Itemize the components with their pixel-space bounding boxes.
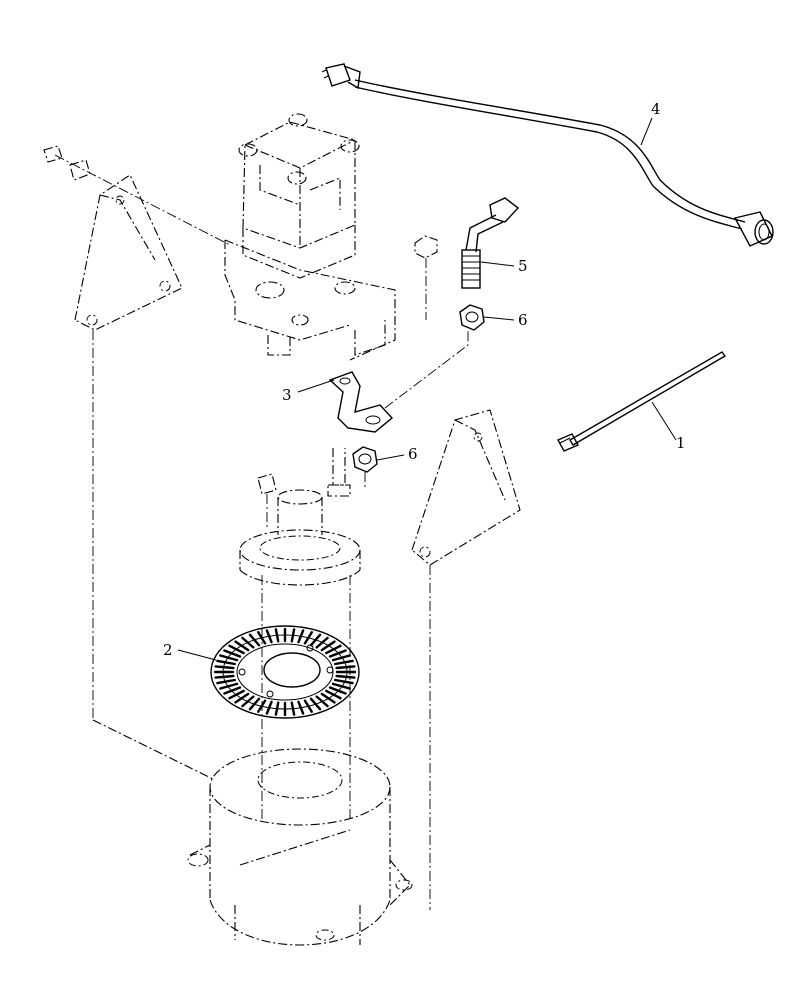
tone-ring-slot — [335, 674, 356, 679]
tone-ring-slot — [334, 659, 354, 666]
tone-ring-slot — [228, 689, 245, 700]
tone-ring-slot — [290, 701, 296, 716]
nut-upper — [459, 304, 485, 331]
tone-ring-slot — [274, 628, 280, 643]
tone-ring — [210, 625, 360, 719]
speed-sensor — [461, 197, 520, 289]
tone-ring-slot — [216, 678, 237, 685]
hydraulic-valve-block — [224, 113, 396, 361]
tone-ring-slot — [315, 636, 329, 649]
callout-item-2: 2 — [163, 641, 173, 659]
tone-ring-slot — [265, 629, 273, 644]
tone-ring-slot — [241, 695, 255, 708]
tone-ring-slot — [223, 686, 242, 695]
callout-item-4: 4 — [651, 100, 661, 118]
drive-housing — [92, 719, 413, 946]
tone-ring-slot — [223, 649, 242, 658]
callout-item-1: 1 — [676, 434, 686, 452]
tone-ring-slot — [320, 692, 336, 704]
tone-ring-slot — [297, 700, 305, 715]
phantom-bolt — [327, 448, 351, 497]
tone-ring-slot — [331, 654, 351, 662]
tone-ring-slot — [248, 697, 261, 711]
tone-ring-slot — [328, 649, 347, 658]
tone-ring-slot — [216, 659, 237, 666]
tone-ring-slot — [309, 633, 322, 647]
callout-item-5: 5 — [518, 257, 528, 275]
tone-ring-slot — [315, 695, 329, 708]
callout-item-6-upper: 6 — [518, 311, 528, 329]
tone-ring-slot — [328, 686, 347, 695]
phantom-nut-right — [414, 235, 438, 320]
sensor-bracket — [328, 330, 469, 433]
tone-ring-slot — [214, 674, 235, 679]
tone-ring-slot — [234, 692, 250, 704]
tone-ring-slot — [297, 629, 305, 644]
tone-ring-slot — [219, 654, 239, 662]
tone-ring-slot — [290, 628, 296, 643]
callout-item-3: 3 — [282, 386, 292, 404]
tone-ring-slot — [303, 631, 313, 645]
tone-ring-slot — [219, 682, 239, 690]
right-mounting-bracket — [411, 409, 521, 910]
tone-ring-slot — [234, 640, 250, 652]
tone-ring-slot — [265, 700, 273, 715]
left-mounting-bracket — [43, 145, 231, 720]
tone-ring-slot — [274, 701, 280, 716]
tone-ring-slot — [228, 644, 245, 655]
tone-ring-slot — [325, 689, 342, 700]
tone-ring-slot — [248, 633, 261, 647]
tone-ring-slot — [303, 699, 313, 713]
tone-ring-slot — [309, 697, 322, 711]
wheel-hub — [239, 473, 361, 820]
tone-ring-slot — [335, 665, 356, 670]
leader-lines — [177, 117, 677, 661]
nut-lower — [352, 446, 378, 490]
callout-item-6-lower: 6 — [408, 445, 418, 463]
tone-ring-slot — [257, 631, 267, 645]
tone-ring-slot — [334, 678, 354, 685]
tone-ring-slot — [257, 699, 267, 713]
tone-ring-slot — [331, 682, 351, 690]
wiring-harness — [321, 63, 774, 247]
cable-tie — [557, 351, 727, 452]
tone-ring-slot — [325, 644, 342, 655]
tone-ring-slot — [214, 665, 235, 670]
tone-ring-slot — [320, 640, 336, 652]
tone-ring-slot — [241, 636, 255, 649]
